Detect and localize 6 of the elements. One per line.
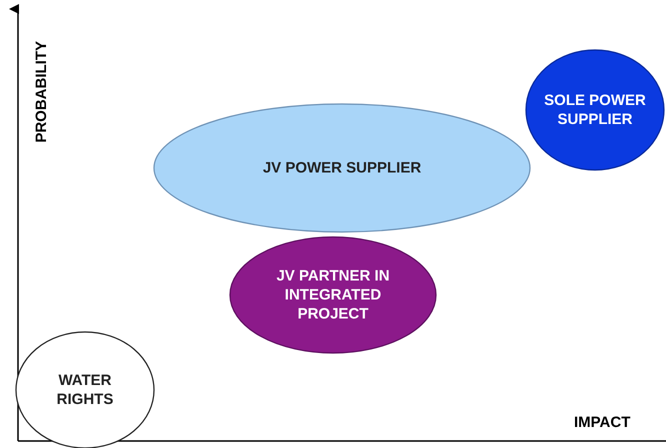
x-axis-title: IMPACT — [574, 414, 630, 431]
risk-label: SOLE POWER SUPPLIER — [543, 91, 647, 129]
risk-label: JV PARTNER IN INTEGRATED PROJECT — [275, 266, 391, 324]
y-axis-title: PROBABILITY — [33, 41, 50, 143]
risk-label: WATER RIGHTS — [56, 371, 114, 409]
risk-label: JV POWER SUPPLIER — [262, 158, 422, 178]
